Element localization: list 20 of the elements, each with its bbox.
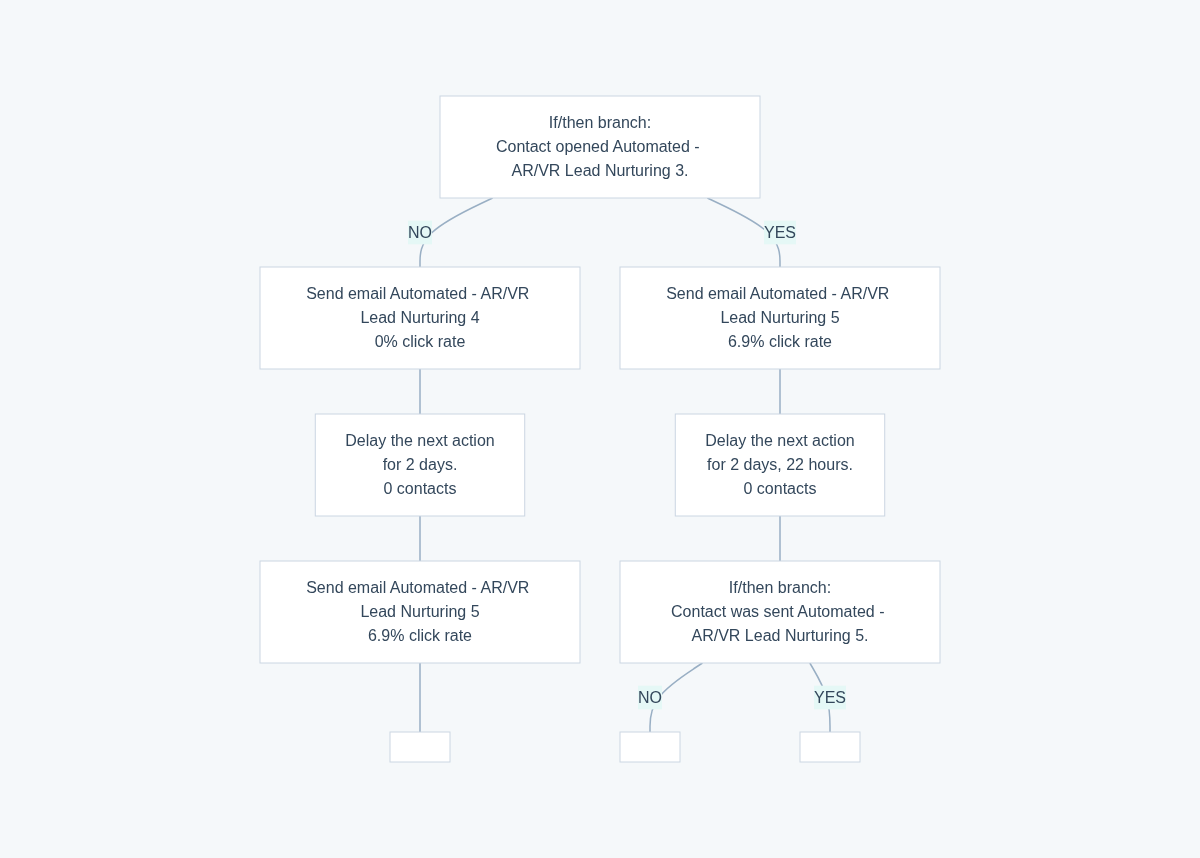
edge-label: YES <box>763 223 797 241</box>
node-box: Delay the next action for 2 days. 0 contacts <box>314 413 526 517</box>
edge-label: NO <box>408 223 432 241</box>
edge-label: YES <box>813 688 847 706</box>
node-box: Send email Automated - AR/VR Lead Nurturing 5 6.9% click rate <box>619 266 941 370</box>
connector <box>779 515 781 562</box>
node-box <box>799 731 861 763</box>
node-box: Send email Automated - AR/VR Lead Nurturing 4 0% click rate <box>259 266 581 370</box>
edge-label: NO <box>638 688 662 706</box>
node-box <box>389 731 451 763</box>
node-box: Send email Automated - AR/VR Lead Nurturing 5 6.9% click rate <box>259 560 581 664</box>
connector <box>649 662 704 733</box>
connector <box>779 368 781 415</box>
node-box: If/then branch: Contact was sent Automated - AR/VR Lead Nurturing 5. <box>619 560 941 664</box>
connector <box>419 662 421 733</box>
node-box <box>619 731 681 763</box>
connector <box>419 368 421 415</box>
node-box: If/then branch: Contact opened Automated - AR/VR Lead Nurturing 3. <box>439 95 761 199</box>
node-box: Delay the next action for 2 days, 22 hours. 0 contacts <box>674 413 886 517</box>
connector <box>419 515 421 562</box>
